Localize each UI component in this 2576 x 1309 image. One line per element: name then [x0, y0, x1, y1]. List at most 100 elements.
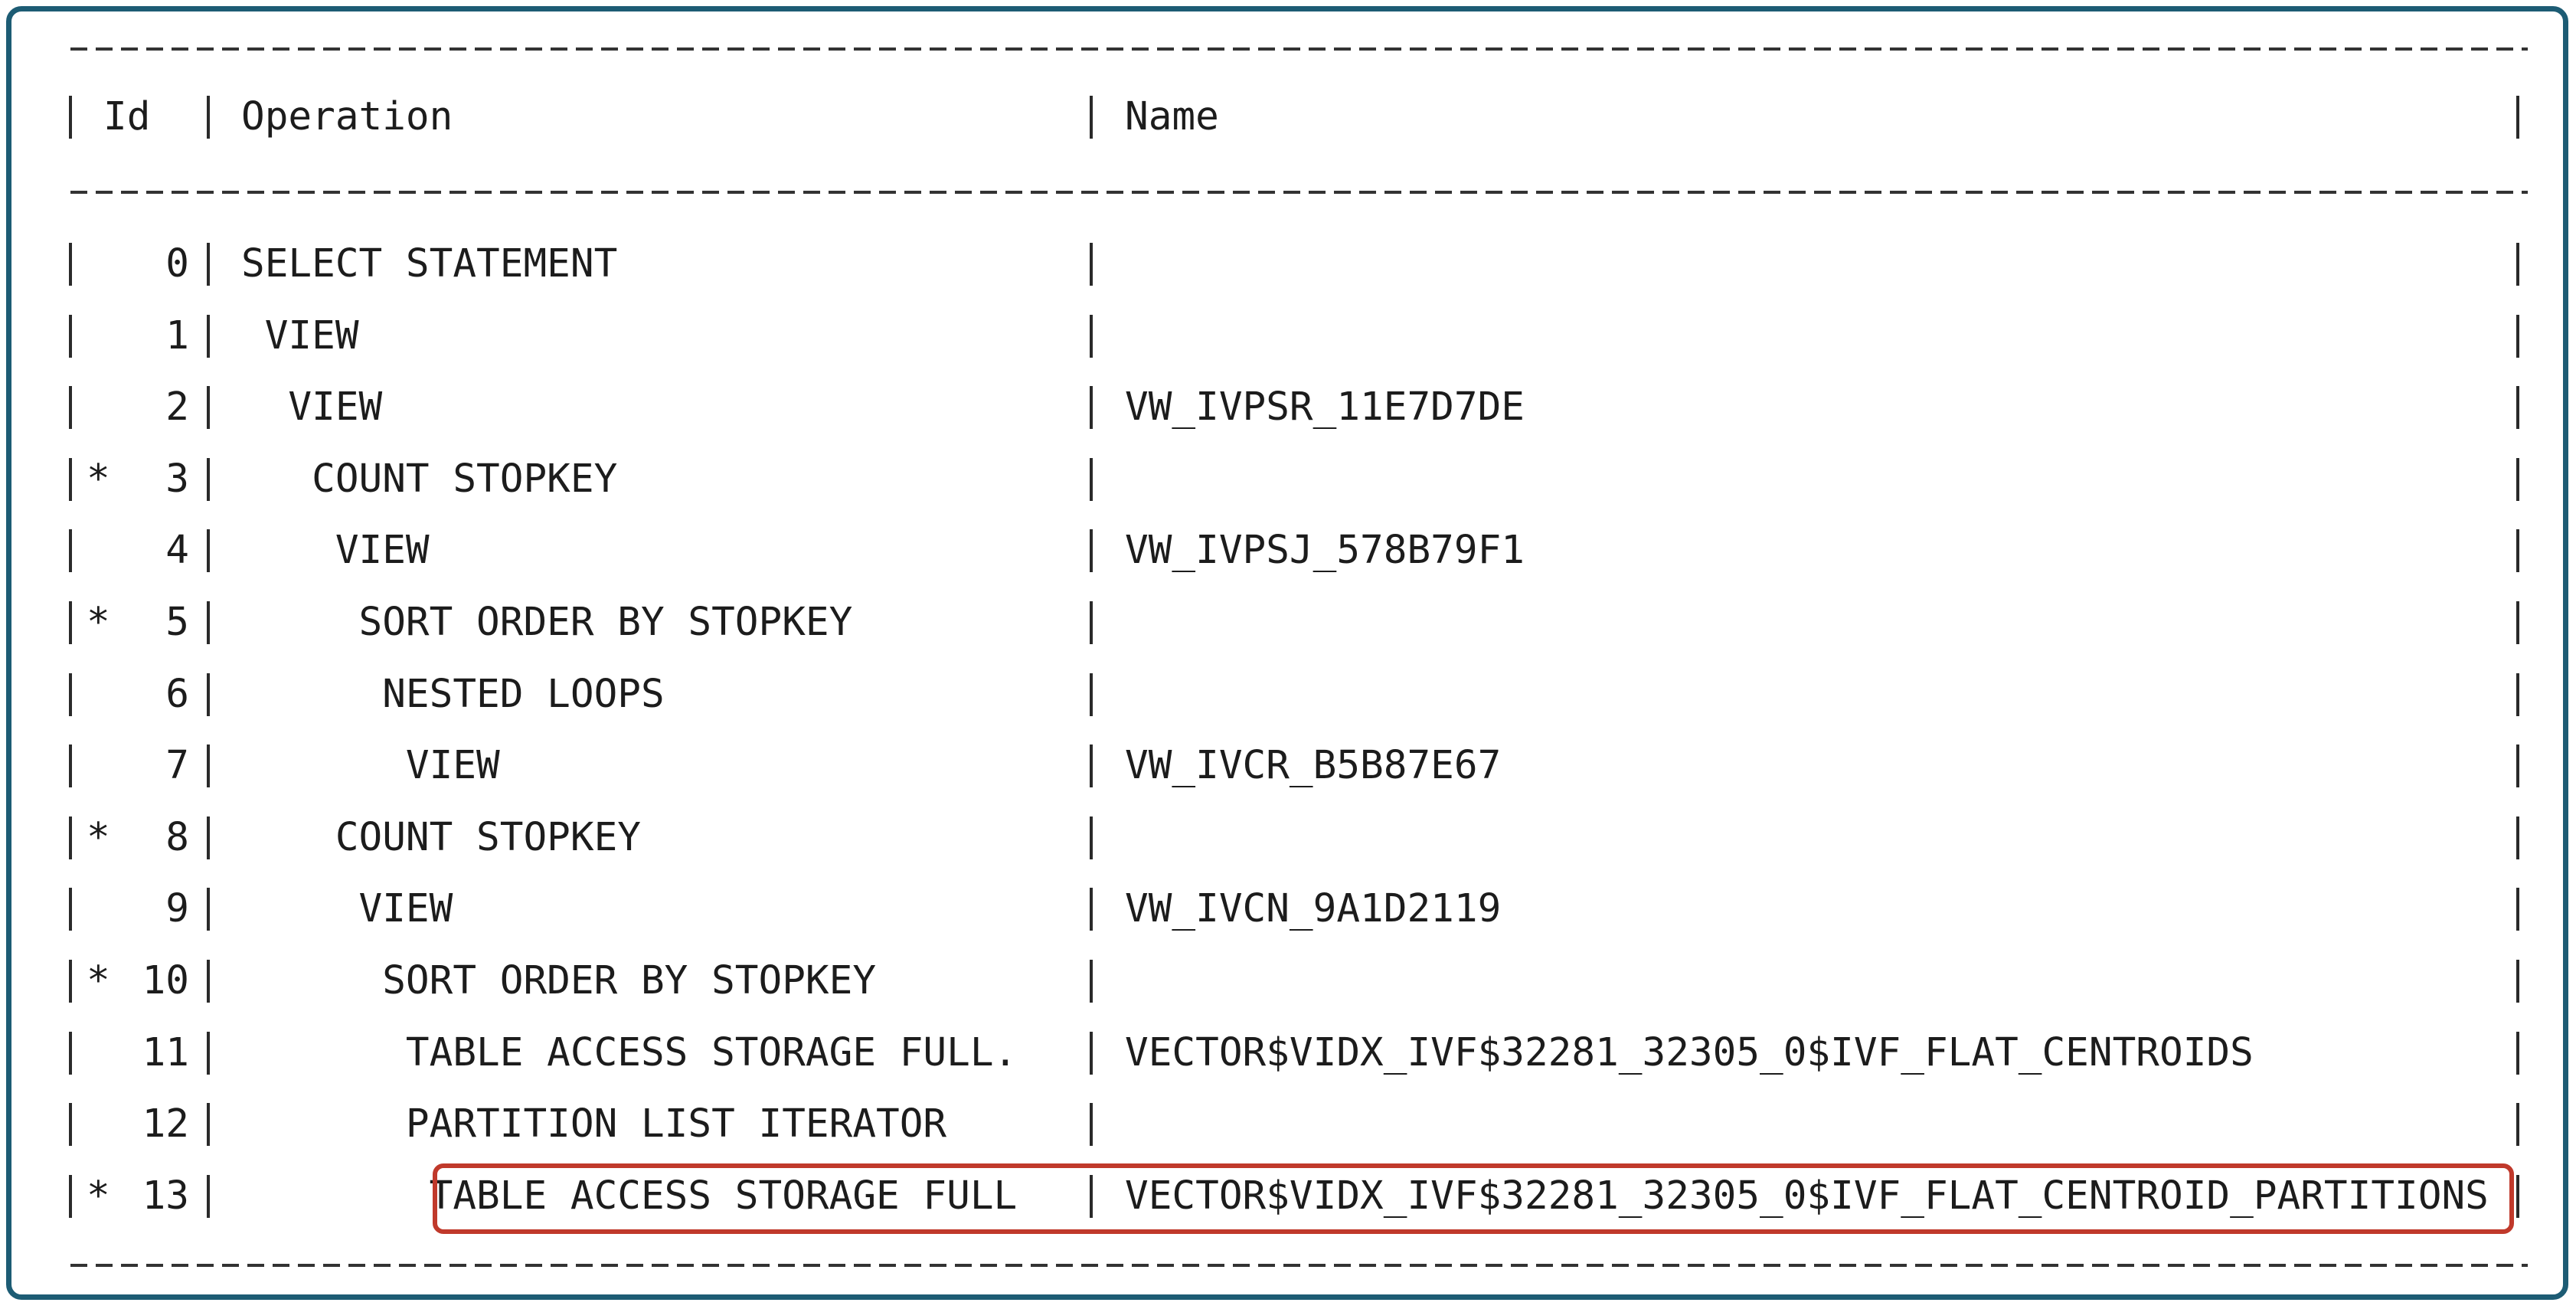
row-bar-op	[1090, 744, 1093, 787]
row-name: VECTOR$VIDX_IVF$32281_32305_0$IVF_FLAT_C…	[1125, 1173, 2489, 1219]
row-bar-right	[2516, 1032, 2519, 1075]
row-bar-id	[207, 601, 210, 644]
row-id: 11	[142, 1030, 189, 1075]
separator-header	[70, 191, 2528, 194]
header-bar-id	[207, 96, 210, 139]
row-id: 1	[165, 313, 189, 358]
row-bar-right	[2516, 816, 2519, 859]
highlight-box	[433, 1163, 2514, 1234]
row-operation: TABLE ACCESS STORAGE FULL.	[241, 1030, 1018, 1075]
row-id: 7	[165, 743, 189, 788]
row-bar-left	[69, 458, 72, 501]
row-bar-id	[207, 458, 210, 501]
row-marker: *	[87, 600, 110, 645]
row-bar-op	[1090, 888, 1093, 931]
row-operation: TABLE ACCESS STORAGE FULL	[241, 1173, 1018, 1219]
separator-bottom	[70, 1264, 2528, 1267]
row-id: 3	[165, 457, 189, 502]
row-marker: *	[87, 958, 110, 1003]
row-bar-right	[2516, 960, 2519, 1003]
row-bar-right	[2516, 315, 2519, 358]
header-operation: Operation	[241, 94, 453, 139]
row-bar-op	[1090, 816, 1093, 859]
row-name: VW_IVCN_9A1D2119	[1125, 886, 1502, 931]
row-bar-id	[207, 1032, 210, 1075]
row-bar-id	[207, 243, 210, 286]
header-bar-op	[1090, 96, 1093, 139]
row-operation: SORT ORDER BY STOPKEY	[241, 600, 853, 645]
row-bar-left	[69, 529, 72, 572]
row-bar-id	[207, 1175, 210, 1218]
row-bar-left	[69, 816, 72, 859]
row-bar-left	[69, 888, 72, 931]
row-operation: SORT ORDER BY STOPKEY	[241, 958, 877, 1003]
row-bar-right	[2516, 529, 2519, 572]
row-bar-op	[1090, 243, 1093, 286]
row-operation: PARTITION LIST ITERATOR	[241, 1101, 947, 1147]
row-operation: VIEW	[241, 528, 430, 573]
row-bar-id	[207, 744, 210, 787]
row-id: 13	[142, 1173, 189, 1219]
row-bar-left	[69, 1175, 72, 1218]
row-bar-id	[207, 1103, 210, 1146]
row-operation: VIEW	[241, 886, 453, 931]
separator-top	[70, 47, 2528, 51]
row-name: VW_IVCR_B5B87E67	[1125, 743, 1502, 788]
row-bar-op	[1090, 315, 1093, 358]
row-id: 0	[165, 241, 189, 286]
row-id: 12	[142, 1101, 189, 1147]
row-bar-right	[2516, 601, 2519, 644]
row-bar-left	[69, 673, 72, 716]
row-bar-left	[69, 960, 72, 1003]
row-bar-right	[2516, 744, 2519, 787]
row-marker: *	[87, 815, 110, 860]
row-bar-id	[207, 673, 210, 716]
row-bar-left	[69, 744, 72, 787]
row-bar-left	[69, 1103, 72, 1146]
row-bar-left	[69, 243, 72, 286]
row-name: VW_IVPSR_11E7D7DE	[1125, 385, 1525, 430]
row-operation: COUNT STOPKEY	[241, 457, 618, 502]
row-bar-op	[1090, 386, 1093, 429]
row-bar-left	[69, 315, 72, 358]
row-bar-id	[207, 960, 210, 1003]
row-bar-id	[207, 386, 210, 429]
row-operation: VIEW	[241, 313, 359, 358]
row-operation: SELECT STATEMENT	[241, 241, 618, 286]
row-id: 8	[165, 815, 189, 860]
row-bar-op	[1090, 960, 1093, 1003]
row-id: 2	[165, 385, 189, 430]
row-id: 4	[165, 528, 189, 573]
row-operation: VIEW	[241, 385, 383, 430]
row-marker: *	[87, 1173, 110, 1219]
row-id: 6	[165, 672, 189, 717]
row-bar-id	[207, 888, 210, 931]
header-bar-right	[2516, 96, 2519, 139]
row-bar-op	[1090, 1175, 1093, 1218]
row-bar-id	[207, 816, 210, 859]
row-bar-left	[69, 1032, 72, 1075]
row-operation: NESTED LOOPS	[241, 672, 665, 717]
row-name: VW_IVPSJ_578B79F1	[1125, 528, 1525, 573]
row-bar-right	[2516, 1103, 2519, 1146]
row-operation: COUNT STOPKEY	[241, 815, 641, 860]
row-bar-op	[1090, 673, 1093, 716]
row-marker: *	[87, 457, 110, 502]
row-bar-right	[2516, 888, 2519, 931]
row-bar-right	[2516, 458, 2519, 501]
row-bar-op	[1090, 1032, 1093, 1075]
row-name: VECTOR$VIDX_IVF$32281_32305_0$IVF_FLAT_C…	[1125, 1030, 2254, 1075]
header-id: Id	[103, 94, 151, 139]
row-bar-right	[2516, 1175, 2519, 1218]
row-bar-id	[207, 529, 210, 572]
row-bar-op	[1090, 601, 1093, 644]
row-operation: VIEW	[241, 743, 500, 788]
row-bar-left	[69, 386, 72, 429]
row-id: 10	[142, 958, 189, 1003]
row-bar-op	[1090, 458, 1093, 501]
row-id: 5	[165, 600, 189, 645]
row-bar-left	[69, 601, 72, 644]
row-id: 9	[165, 886, 189, 931]
row-bar-op	[1090, 529, 1093, 572]
